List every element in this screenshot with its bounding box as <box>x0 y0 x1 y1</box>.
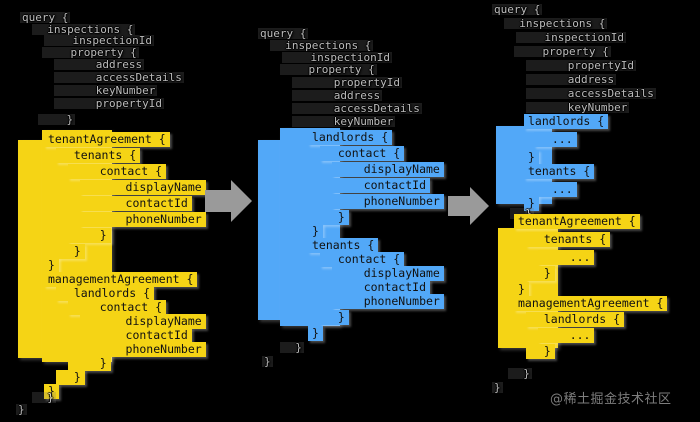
ghost-line: query { <box>491 3 543 16</box>
code-line: ... <box>534 132 577 147</box>
ghost-line: property { <box>280 63 377 76</box>
code-line: displayName <box>80 180 206 195</box>
code-line: } <box>526 344 555 359</box>
ghost-line: inspections { <box>503 17 608 30</box>
code-line: contactId <box>80 196 192 211</box>
code-line: contact { <box>68 300 167 315</box>
transform-arrow-2 <box>448 186 490 230</box>
code-line: contact { <box>320 252 405 267</box>
code-line: landlords { <box>526 312 625 327</box>
code-line: } <box>320 310 349 325</box>
ghost-line: keyNumber <box>53 84 158 97</box>
code-line: ... <box>538 328 595 343</box>
code-line: } <box>56 244 85 259</box>
ghost-line: query { <box>19 11 71 24</box>
code-line: } <box>526 266 555 281</box>
ghost-line: accessDetails <box>526 87 656 100</box>
code-line: tenants { <box>524 164 595 179</box>
code-line: tenants { <box>56 148 141 163</box>
code-line: tenantAgreement { <box>44 132 170 147</box>
ghost-line: accessDetails <box>54 71 184 84</box>
code-line: landlords { <box>308 130 393 145</box>
ghost-line: } <box>16 403 27 416</box>
code-line: landlords { <box>56 286 155 301</box>
code-line: ... <box>534 182 577 197</box>
code-line: } <box>524 196 539 211</box>
ghost-line: } <box>492 381 503 394</box>
code-line: contact { <box>68 164 167 179</box>
ghost-line: inspectionId <box>44 34 154 47</box>
stage-2-column: query { inspections { inspectionId prope… <box>250 0 470 422</box>
ghost-line: property { <box>514 45 611 58</box>
code-line: } <box>320 210 349 225</box>
ghost-line: query { <box>257 27 309 40</box>
code-line: } <box>514 282 529 297</box>
code-line: } <box>68 356 111 371</box>
ghost-line: } <box>280 341 304 354</box>
code-line: ... <box>538 250 595 265</box>
watermark: @稀土掘金技术社区 <box>550 392 672 407</box>
code-line: } <box>44 384 59 399</box>
code-line: phoneNumber <box>332 294 444 309</box>
ghost-line: } <box>32 391 56 404</box>
ghost-line: } <box>508 367 532 380</box>
ghost-line: address <box>291 89 383 102</box>
ghost-line: propertyId <box>292 76 402 89</box>
ghost-line: } <box>510 208 534 219</box>
arrow-right-icon <box>448 187 489 225</box>
code-line: tenants { <box>526 232 611 247</box>
ghost-line: inspectionId <box>516 31 626 44</box>
code-line: landlords { <box>524 114 609 129</box>
ghost-line: accessDetails <box>292 102 422 115</box>
transform-arrow-1 <box>205 178 253 228</box>
ghost-line: inspectionId <box>282 51 392 64</box>
code-line: displayName <box>332 162 444 177</box>
code-line: contactId <box>332 280 431 295</box>
arrow-right-icon <box>205 180 252 222</box>
code-line: managementAgreement { <box>44 272 198 287</box>
ghost-line: keyNumber <box>525 101 630 114</box>
ghost-line: property { <box>42 46 139 59</box>
code-line: contactId <box>332 178 431 193</box>
ghost-line: propertyId <box>526 59 636 72</box>
ghost-line: } <box>37 113 76 126</box>
code-line: displayName <box>332 266 444 281</box>
code-line: } <box>308 326 323 341</box>
code-line: } <box>56 370 85 385</box>
code-line: displayName <box>80 314 206 329</box>
ghost-line: inspections { <box>31 23 136 36</box>
code-line: } <box>524 150 539 165</box>
code-line: managementAgreement { <box>514 296 668 311</box>
code-line: contact { <box>320 146 405 161</box>
code-line: tenants { <box>308 238 379 253</box>
ghost-line: address <box>525 73 617 86</box>
code-line: } <box>68 228 111 243</box>
code-line: phoneNumber <box>332 194 444 209</box>
code-line: phoneNumber <box>80 212 206 227</box>
code-line: phoneNumber <box>80 342 206 357</box>
code-line: contactId <box>80 328 192 343</box>
code-line: } <box>308 224 323 239</box>
ghost-line: address <box>53 58 145 71</box>
ghost-line: keyNumber <box>291 115 396 128</box>
ghost-line: inspections { <box>269 39 374 52</box>
code-line: tenantAgreement { <box>514 214 640 229</box>
stage-1-column: query { inspections { inspectionId prope… <box>0 0 240 422</box>
ghost-line: propertyId <box>54 97 164 110</box>
ghost-line: } <box>262 355 273 368</box>
stage-3-column: query { inspections { inspectionId prope… <box>488 0 700 422</box>
code-line: } <box>44 258 59 273</box>
